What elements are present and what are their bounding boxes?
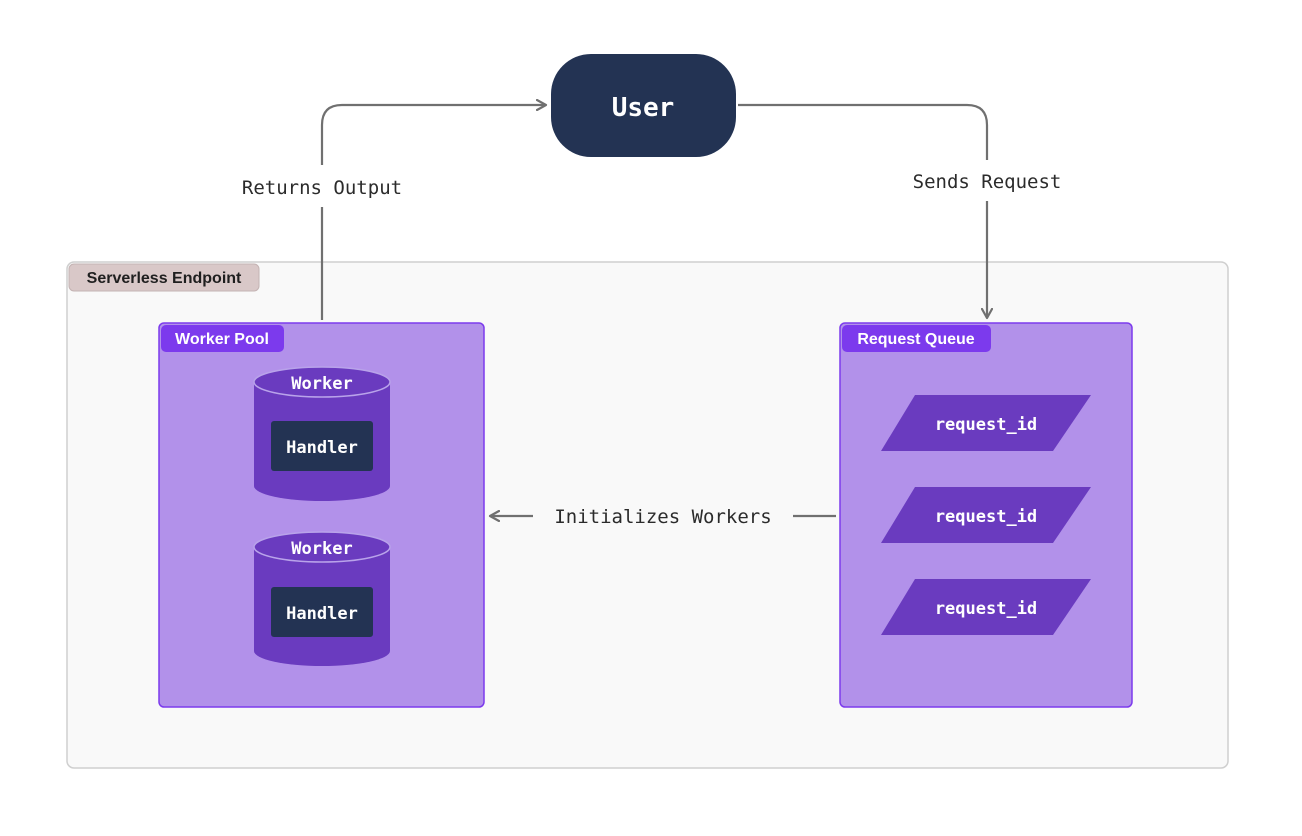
endpoint-label: Serverless Endpoint <box>87 270 242 287</box>
worker-cylinder: Worker Handler <box>253 531 391 666</box>
worker-cylinder: Worker Handler <box>253 366 391 501</box>
request-parallelogram <box>881 487 1091 543</box>
request-parallelogram <box>881 579 1091 635</box>
request-queue-label: Request Queue <box>857 331 974 348</box>
initializes-workers-connector: Initializes Workers <box>490 506 836 528</box>
returns-output-connector: Returns Output <box>242 105 546 320</box>
worker-pool: Worker Pool Worker Handler Worker Handle… <box>158 322 485 708</box>
request-item: request_id <box>881 395 1091 451</box>
user-label: User <box>612 93 675 123</box>
request-queue-tag <box>842 325 991 352</box>
returns-output-arrow <box>320 105 546 165</box>
worker-label: Worker <box>291 374 352 394</box>
request-item: request_id <box>881 579 1091 635</box>
request-parallelogram <box>881 395 1091 451</box>
worker-cylinder-top <box>253 366 391 398</box>
handler-box <box>271 421 373 471</box>
request-queue: Request Queue request_id request_id requ… <box>839 322 1133 708</box>
handler-box <box>271 587 373 637</box>
worker-label: Worker <box>291 539 352 559</box>
returns-output-label: Returns Output <box>242 177 402 199</box>
endpoint-tag <box>68 263 260 292</box>
initializes-workers-label: Initializes Workers <box>554 506 771 528</box>
sends-request-connector: Sends Request <box>738 103 1062 318</box>
request-id-label: request_id <box>935 599 1037 619</box>
worker-cylinder-top <box>253 531 391 563</box>
user-node: User <box>551 54 736 157</box>
worker-pool-label: Worker Pool <box>175 331 269 348</box>
request-id-label: request_id <box>935 415 1037 435</box>
handler-label: Handler <box>286 438 358 458</box>
sends-request-line-upper <box>738 103 989 160</box>
worker-pool-tag <box>161 325 284 352</box>
handler-label: Handler <box>286 604 358 624</box>
user-box <box>551 54 736 157</box>
request-item: request_id <box>881 487 1091 543</box>
worker-pool-panel <box>158 322 485 708</box>
sends-request-label: Sends Request <box>913 171 1062 193</box>
request-id-label: request_id <box>935 507 1037 527</box>
